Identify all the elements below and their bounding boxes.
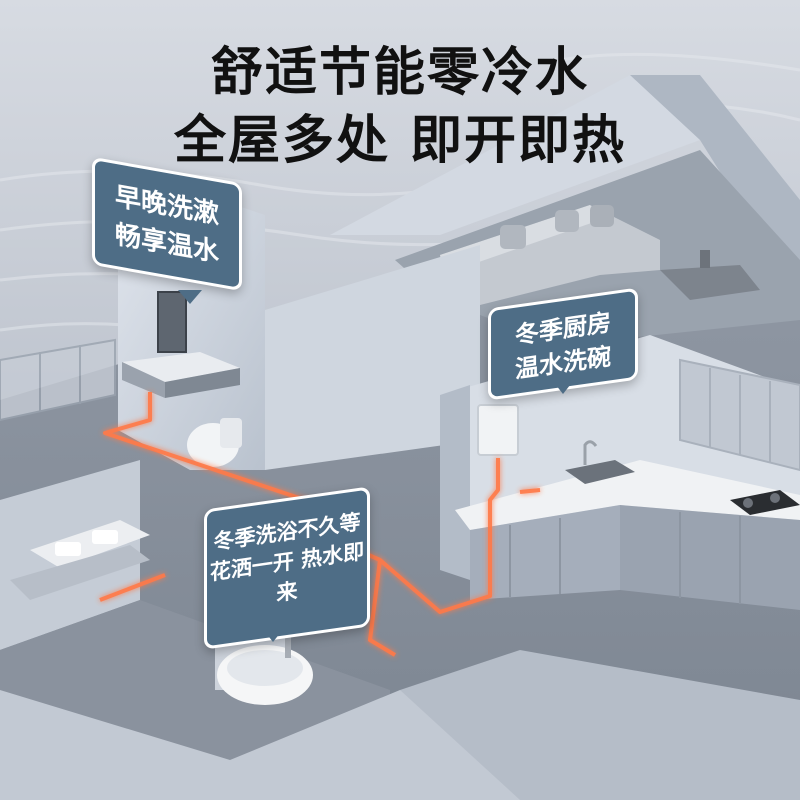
- shower-mixer: [285, 622, 291, 658]
- callout-shower: 冬季洗浴不久等 花洒一开 热水即来: [204, 486, 370, 650]
- coffee-table: [660, 265, 760, 300]
- water-heater: [477, 404, 519, 456]
- callout-kitchen-tail: [552, 380, 574, 394]
- headline-line-2: 全屋多处 即开即热: [173, 111, 627, 171]
- kitchen-faucet: [583, 440, 598, 465]
- kitchen-countertop: [455, 460, 800, 530]
- cooktop: [730, 490, 800, 515]
- kitchen-base-cabinets: [470, 505, 620, 600]
- bathroom-vanity: [122, 352, 240, 382]
- lower-right-wall: [400, 650, 800, 800]
- callout-bathroom-sink-tail: [178, 290, 202, 304]
- lower-bath-front-wall: [0, 690, 520, 800]
- kitchen-left-partition: [440, 385, 470, 580]
- bathroom-side-wall: [265, 245, 480, 470]
- callout-shower-tail: [262, 628, 284, 642]
- side-table: [700, 250, 710, 268]
- headline-line-1: 舒适节能零冷水: [210, 43, 589, 103]
- living-room-wall-right: [630, 75, 800, 300]
- kitchen-upper-cabinets: [679, 358, 800, 472]
- living-room-wall-back: [330, 75, 700, 235]
- kitchen-sink: [565, 460, 635, 484]
- balcony-railing: [0, 338, 116, 422]
